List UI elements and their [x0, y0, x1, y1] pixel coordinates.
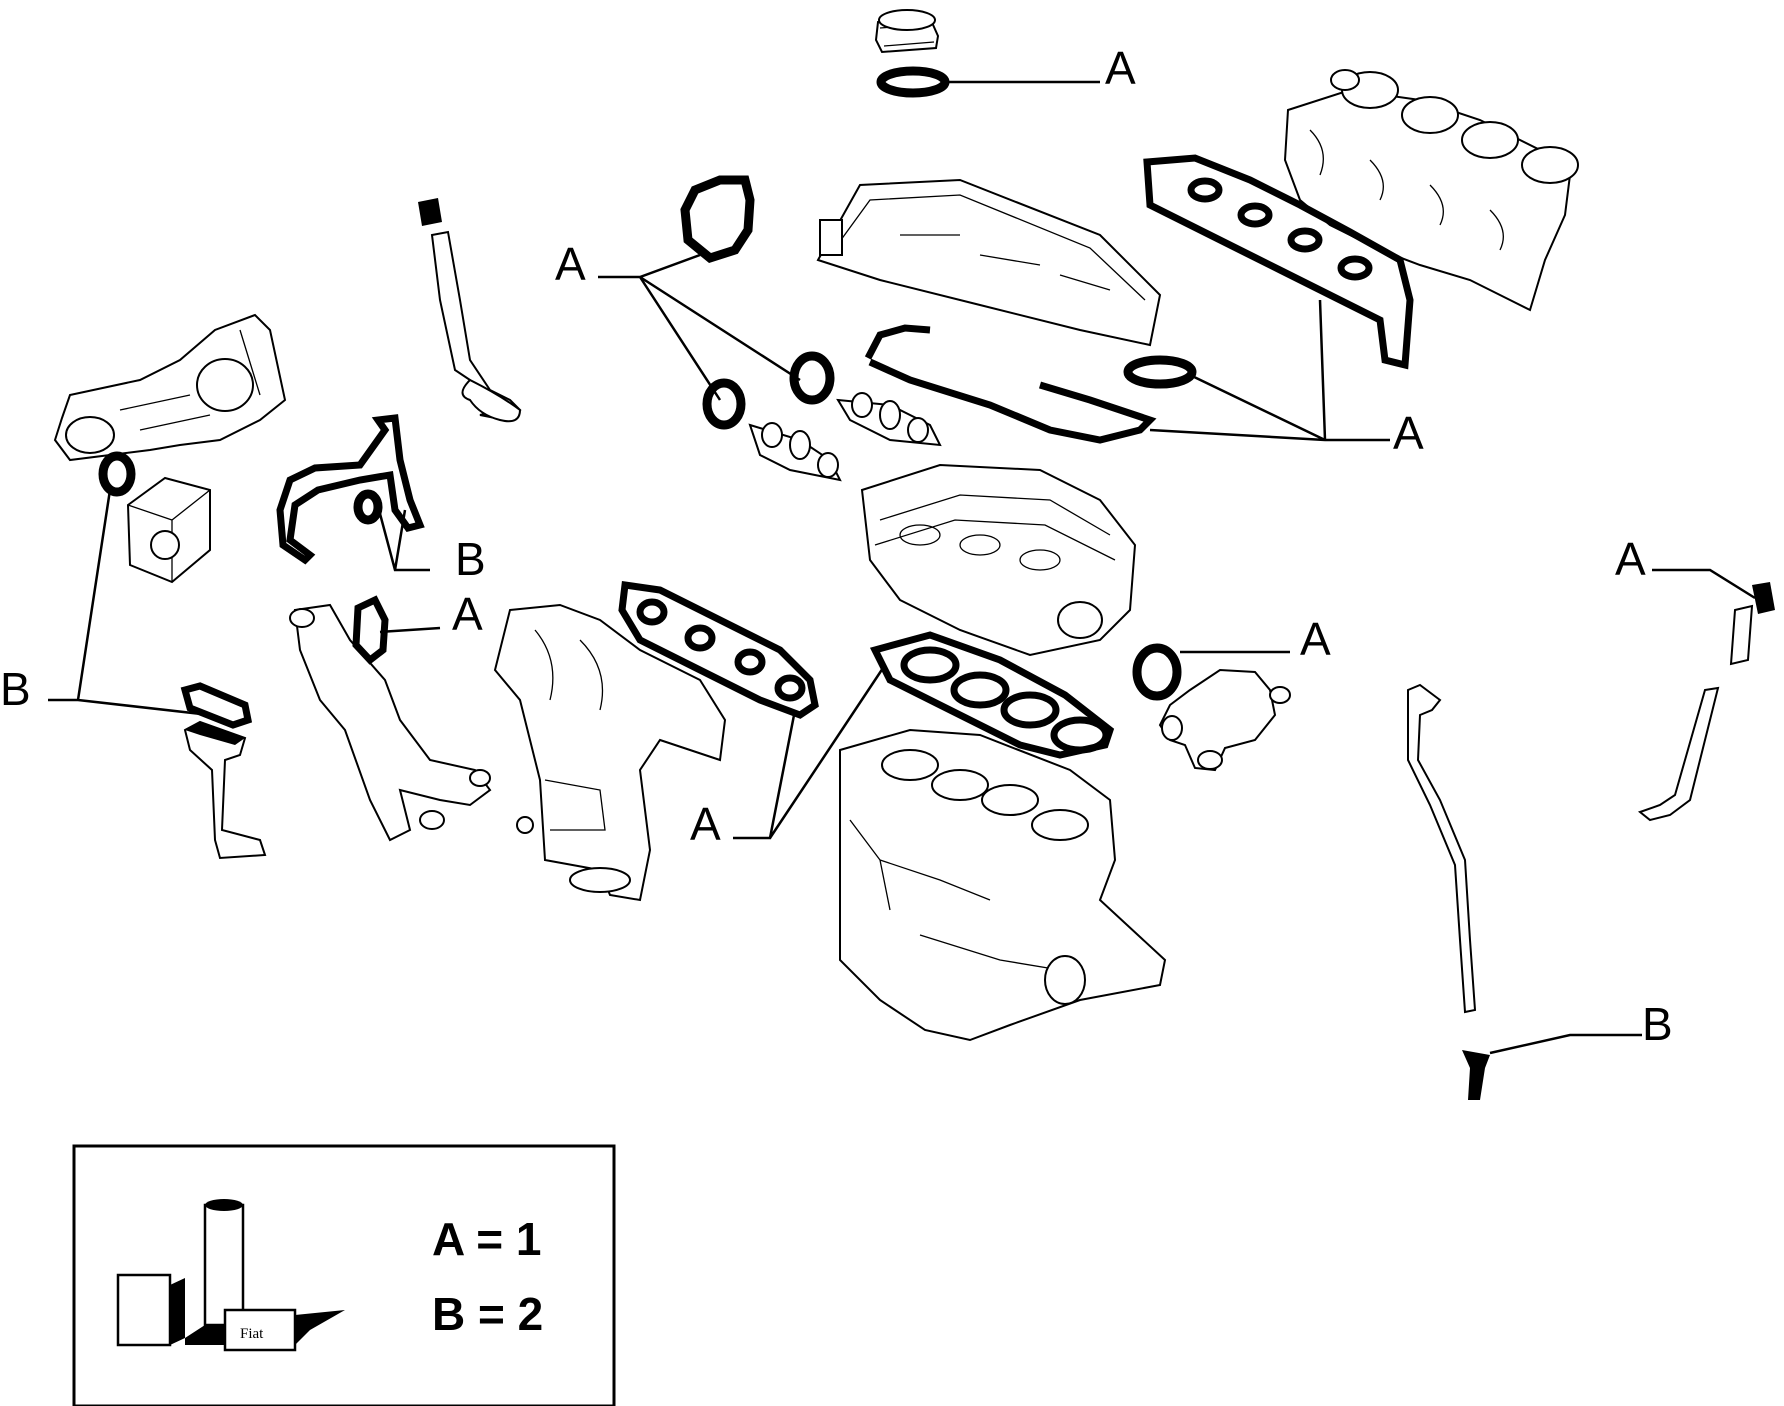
legend-a: A = 1: [432, 1213, 542, 1265]
valve-right: [1637, 604, 1754, 822]
valve-stem-seal: [418, 198, 442, 226]
head-gasket: [869, 631, 1115, 759]
water-pipe-gasket: [352, 595, 389, 665]
oil-cooler: [126, 476, 211, 584]
dipstick-bolt: [1462, 1050, 1490, 1100]
callout-a-thermostat: A: [1300, 613, 1331, 665]
legend-b: B = 2: [432, 1288, 543, 1340]
oil-filler-seal: [876, 66, 950, 98]
callout-a-cover-gaskets: A: [1393, 407, 1424, 459]
callout-b-oil-pump: B: [0, 663, 31, 715]
legend-box: Fiat A = 1 B = 2: [72, 1144, 616, 1406]
camshaft-intake: [836, 392, 942, 447]
valve-left: [430, 230, 522, 423]
oil-filler-cap: [874, 9, 940, 54]
camshaft-seal-left: [702, 378, 746, 430]
package-brand-label: Fiat: [240, 1326, 264, 1342]
dipstick-tube: [1407, 683, 1477, 1014]
intake-manifold-gasket: [1143, 154, 1414, 370]
camshaft-exhaust: [748, 422, 842, 482]
callout-a-valve-right: A: [1615, 533, 1646, 585]
fiat-package-icon: Fiat: [116, 1199, 345, 1352]
exhaust-manifold-gasket: [618, 581, 819, 719]
callout-a-head-exhaust: A: [690, 798, 721, 850]
callout-b-bolt: B: [1642, 998, 1673, 1050]
front-cover-seal: [680, 175, 755, 264]
water-pipe: [289, 603, 492, 842]
oil-pickup-gasket: [180, 682, 253, 729]
intake-manifold: [1283, 69, 1579, 312]
callout-a-cam-seals: A: [555, 238, 586, 290]
callout-a-oil-cap: A: [1105, 42, 1136, 94]
front-cover-oil-pump: [53, 313, 287, 462]
oil-pickup-tube: [183, 720, 267, 860]
camshaft-seal-right: [789, 351, 835, 405]
spark-plug-seal: [1123, 355, 1197, 389]
callout-b-timing: B: [455, 533, 486, 585]
front-crank-seal: [98, 451, 136, 497]
cylinder-head: [860, 463, 1137, 657]
callout-a-water-pipe: A: [452, 588, 483, 640]
engine-block: [839, 728, 1167, 1042]
thermostat-seal: [1132, 643, 1182, 701]
cam-cover: [816, 178, 1162, 347]
leader-lines: [48, 80, 1756, 1055]
timing-cover-gasket: [276, 414, 425, 565]
thermostat-housing: [1158, 668, 1291, 772]
valve-stem-seal-right: [1752, 582, 1775, 614]
exhaust-manifold: [493, 603, 727, 902]
cam-cover-gasket: [864, 324, 1157, 444]
